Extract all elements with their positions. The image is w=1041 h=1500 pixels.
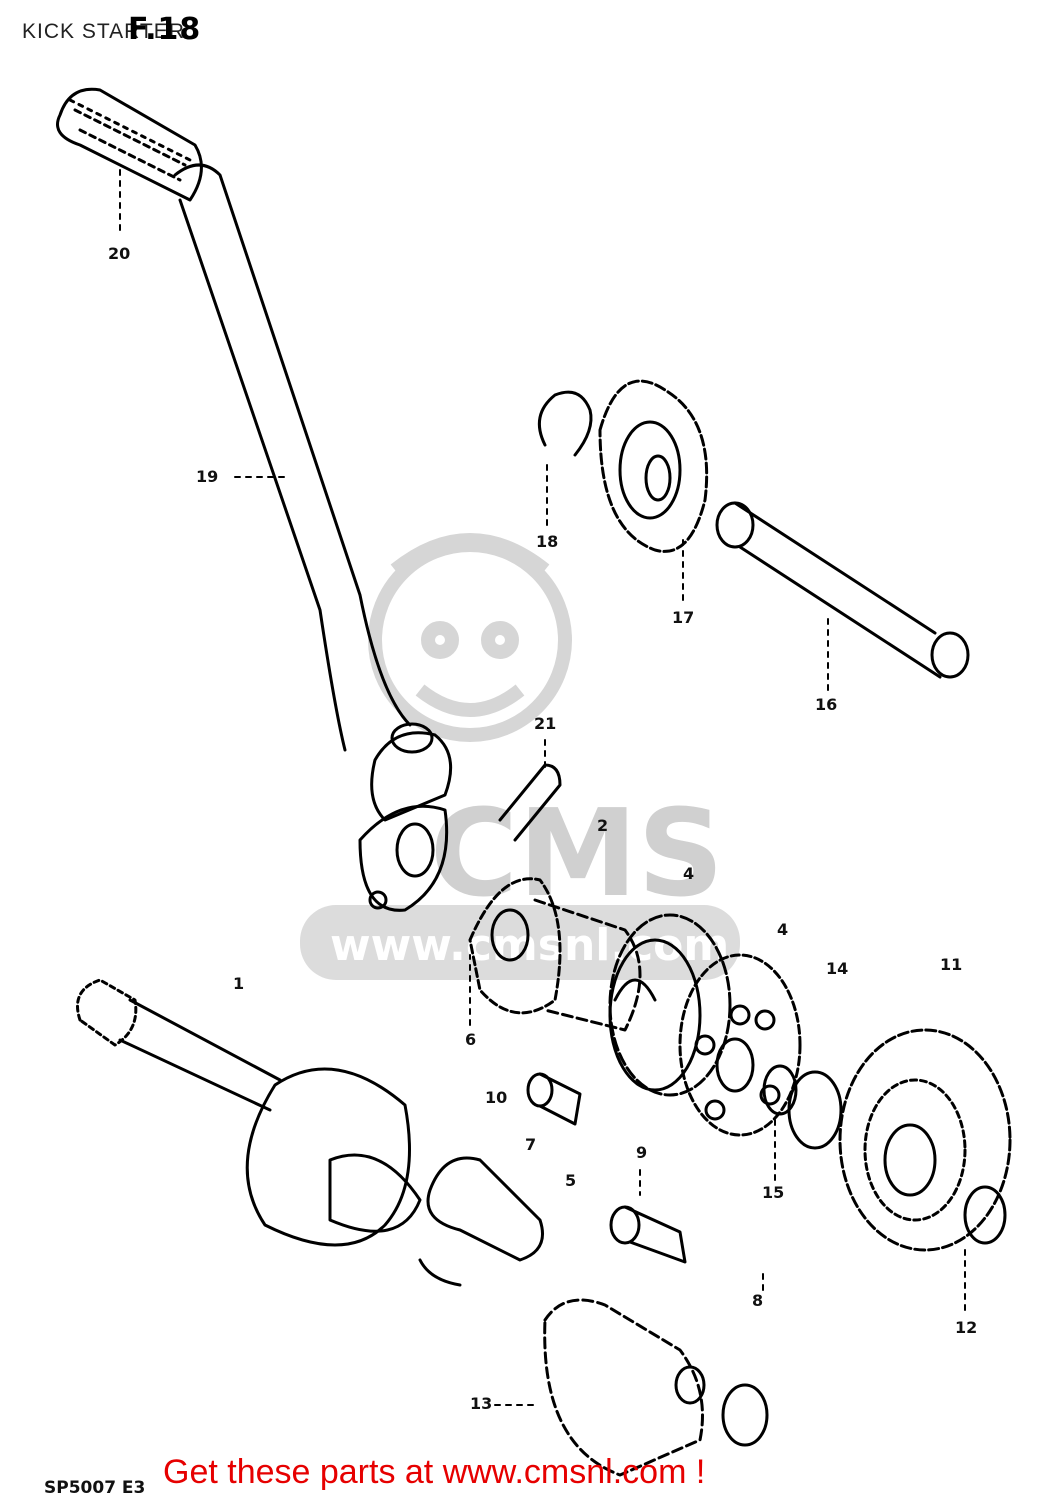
callout-9: 9	[636, 1143, 648, 1162]
callout-16: 16	[815, 695, 838, 714]
callout-1: 1	[233, 974, 245, 993]
callout-4: 4	[683, 864, 695, 883]
callout-14: 14	[826, 959, 849, 978]
part-washer-14	[787, 1070, 843, 1150]
part-circlip-13	[963, 1185, 1007, 1245]
callout-2: 2	[597, 816, 609, 835]
part-hub-4	[468, 877, 642, 1032]
part-guide-8	[543, 1298, 706, 1477]
cms-watermark-letters: CMS www.cmsnl.com	[300, 785, 740, 980]
part-gear-17	[598, 379, 709, 553]
figure-number: F.18	[128, 12, 202, 47]
parts-link-banner[interactable]: Get these parts at www.cmsnl.com !	[163, 1453, 706, 1491]
part-plate	[678, 953, 802, 1137]
callout-6: 6	[465, 1030, 477, 1049]
callout-20: 20	[108, 244, 131, 263]
part-bolt-10	[526, 1072, 582, 1126]
callout-12: 11	[940, 955, 963, 974]
callout-15: 15	[762, 1183, 785, 1202]
callout-18: 18	[536, 532, 559, 551]
callout-13: 12	[955, 1318, 978, 1337]
callout-11: 8	[752, 1291, 764, 1310]
diagram-code: SP5007 E3	[44, 1478, 146, 1498]
part-gear-12	[838, 1028, 1012, 1252]
watermark-logo-text: CMS	[430, 785, 724, 924]
watermark-url-text: www.cmsnl.com	[330, 920, 729, 971]
diagram-title: KICK STARTER	[22, 20, 185, 43]
callout-5: 5	[565, 1171, 577, 1190]
cms-watermark	[368, 533, 572, 742]
part-bush-15	[762, 1064, 798, 1116]
callout-21: 21	[534, 714, 557, 733]
callout-8: 13	[470, 1394, 493, 1413]
part-bolt-9	[609, 1205, 687, 1264]
part-kick-shaft-1	[76, 978, 422, 1247]
callout-7: 7	[525, 1135, 537, 1154]
part-pawl-5	[418, 1156, 544, 1287]
callout-17: 17	[672, 608, 695, 627]
callout-19: 19	[196, 467, 219, 486]
part-grip	[56, 87, 203, 202]
callout-10: 10	[485, 1088, 508, 1107]
part-washer-11	[721, 1383, 769, 1447]
callout-4b: 4	[777, 920, 789, 939]
part-shaft-16	[715, 501, 970, 679]
part-circlip	[537, 390, 593, 457]
part-spring	[608, 913, 732, 1097]
leader-lines	[119, 169, 966, 1406]
part-kick-lever	[173, 163, 453, 912]
